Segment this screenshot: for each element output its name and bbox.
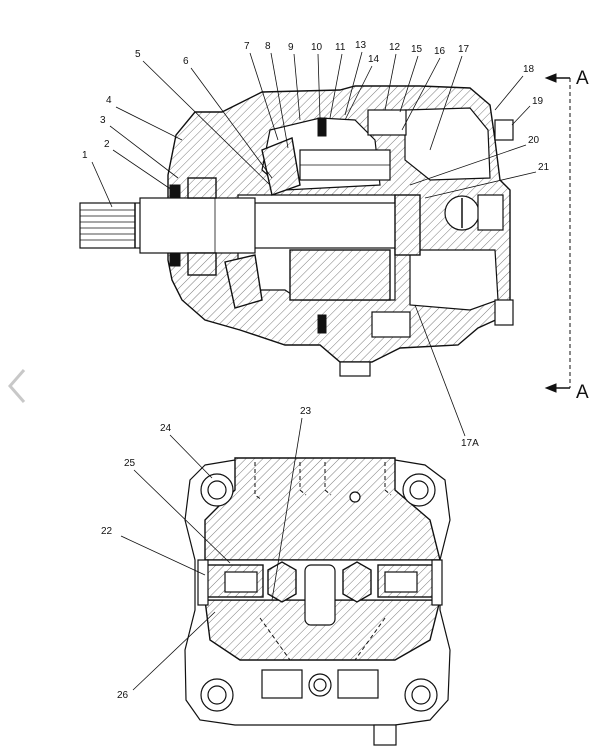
passage-hole (349, 491, 361, 503)
prev-chevron-graphic (8, 369, 26, 403)
callout-2: 2 (104, 139, 110, 150)
callout-16: 16 (434, 46, 446, 57)
chevron-left-icon[interactable] (4, 366, 32, 406)
port-cavity-bottom (409, 249, 499, 311)
end-cap-left (197, 559, 209, 606)
bolt-upper-right (402, 473, 436, 507)
shaft-spline (80, 203, 136, 248)
callout-10: 10 (311, 42, 323, 53)
callout-21: 21 (538, 162, 550, 173)
callout-1: 1 (82, 150, 88, 161)
bottom-section-view (184, 457, 451, 746)
end-cap-lower (371, 311, 411, 338)
callout-25: 25 (124, 458, 136, 469)
front-bearing-upper (187, 177, 217, 199)
callout-9: 9 (288, 42, 294, 53)
section-line-a-a: A A (544, 68, 589, 403)
spring-upper (317, 117, 327, 137)
bottom-callouts: 24 23 25 22 26 (101, 406, 312, 701)
callout-12: 12 (389, 42, 401, 53)
top-section-view (79, 85, 514, 377)
bolt-lower-left (200, 678, 234, 712)
callout-13: 13 (355, 40, 367, 51)
callout-7: 7 (244, 41, 250, 52)
plug-lower (494, 299, 514, 326)
callout-18: 18 (523, 64, 535, 75)
section-label-top: A (576, 68, 589, 89)
section-arrow-top (544, 73, 557, 83)
end-cap-upper (367, 109, 407, 136)
drain-plug (339, 361, 371, 377)
callout-4: 4 (106, 95, 112, 106)
callout-11: 11 (335, 42, 346, 53)
callout-8: 8 (265, 41, 271, 52)
port-pocket-left (261, 669, 303, 699)
callout-19: 19 (532, 96, 544, 107)
shaft-collar (139, 197, 256, 254)
callout-14: 14 (368, 54, 380, 65)
control-spool (477, 194, 504, 231)
shaft-seal-lower (169, 253, 181, 267)
spring-chamber-right (384, 571, 418, 593)
callout-6: 6 (183, 56, 189, 67)
callout-17a: 17A (461, 438, 479, 449)
spring-lower (317, 314, 327, 334)
callout-5: 5 (135, 49, 141, 60)
valve-plate (394, 194, 421, 256)
spring-chamber-left (224, 571, 258, 593)
callout-26: 26 (117, 690, 129, 701)
callout-15: 15 (411, 44, 423, 55)
bolt-lower-right (404, 678, 438, 712)
shaft-seal-upper (169, 184, 181, 198)
swashplate-lower (224, 254, 263, 309)
center-spool (304, 564, 336, 626)
callout-23: 23 (300, 406, 312, 417)
swashplate-upper (261, 137, 301, 196)
port-cavity-top (404, 107, 491, 181)
callout-22: 22 (101, 526, 113, 537)
cylinder-barrel (289, 249, 391, 301)
port-pocket-right (337, 669, 379, 699)
end-cap-right (431, 559, 443, 606)
drain-fitting (373, 724, 397, 746)
section-arrow-bottom (544, 383, 557, 393)
bolt-upper-left (200, 473, 234, 507)
callout-20: 20 (528, 135, 540, 146)
orifice-right (342, 561, 372, 603)
plug-19 (494, 119, 514, 141)
top-callouts: 1 2 3 4 5 6 7 8 9 10 11 13 12 15 16 17 1… (82, 40, 550, 449)
orifice-left (267, 561, 297, 603)
callout-17: 17 (458, 44, 470, 55)
front-bearing-lower (187, 252, 217, 276)
section-label-bottom: A (576, 382, 589, 403)
callout-3: 3 (100, 115, 106, 126)
callout-24: 24 (160, 423, 172, 434)
hidden-passages (254, 462, 392, 661)
